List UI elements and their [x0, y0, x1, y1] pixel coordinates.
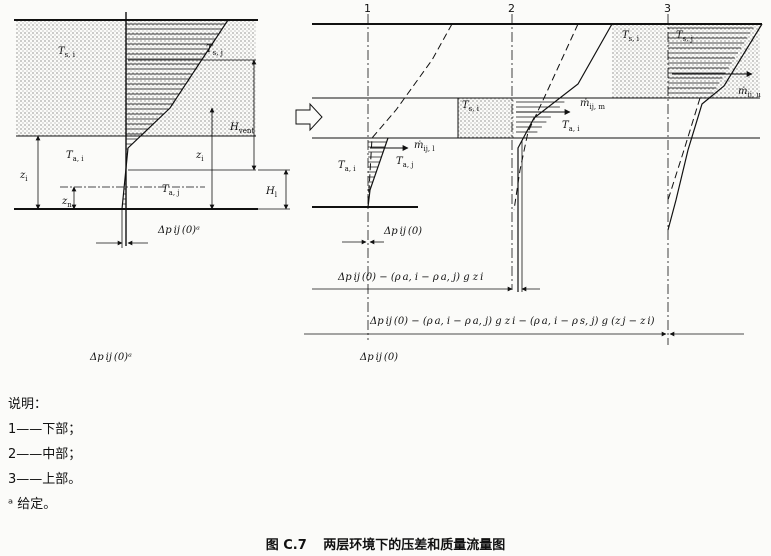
- pressure-hatching: [122, 23, 226, 205]
- dimension-lines: [35, 59, 290, 248]
- label-ts-i-upper: Ts, i: [622, 30, 640, 43]
- label-ta-j-left: Ta, j: [162, 184, 179, 197]
- figure-caption: 图 C.7 两层环境下的压差和质量流量图: [0, 534, 771, 553]
- label-dp-mid: Δp ij (0): [383, 226, 422, 237]
- flow-arrows: [370, 71, 753, 151]
- right-diagram: 1 2 3: [295, 2, 763, 363]
- label-dp-given: Δp ij (0)ᵃ: [157, 225, 200, 236]
- upper-hot-layer: [612, 25, 760, 98]
- legend-title: 说明：: [8, 397, 48, 412]
- label-dp-expr1: Δp ij (0) − (ρ a, i − ρ a, j) g z i: [337, 272, 483, 283]
- label-m-ij-u: ṁij, u: [738, 86, 761, 99]
- legend-item-1: 1——下部；: [8, 422, 82, 437]
- label-m-ij-l: ṁij, l: [414, 140, 435, 153]
- label-ta-j-lower: Ta, j: [396, 156, 413, 169]
- label-ts-j-left: Ts, j: [206, 44, 223, 57]
- label-dp-left-bottom: Δp ij (0)ᵃ: [89, 352, 132, 363]
- inlet-arrow: [295, 102, 323, 132]
- label-h-l: Hl: [265, 186, 278, 199]
- section-hatching: [367, 27, 754, 198]
- label-ts-i-left: Ts, i: [58, 46, 76, 59]
- label-dp-expr2: Δp ij (0) − (ρ a, i − ρ a, j) g z i − (ρ…: [369, 316, 655, 327]
- label-h-vent: Hvent: [229, 122, 254, 135]
- label-zi-left: zi: [19, 170, 28, 183]
- dimension-lines-right: [304, 140, 744, 337]
- label-ts-i-corridor: Ts, i: [462, 100, 480, 113]
- left-diagram: Ts, i Ts, j Ta, i Ta, j zi zn zi Hvent H…: [14, 12, 290, 363]
- figure-number: 图 C.7: [265, 538, 307, 553]
- corridor-hot-layer: [458, 98, 514, 138]
- label-ta-i-left: Ta, i: [66, 150, 84, 163]
- label-ta-i-corridor: Ta, i: [562, 120, 580, 133]
- pressure-mass-flow-diagram: Ts, i Ts, j Ta, i Ta, j zi zn zi Hvent H…: [14, 2, 763, 363]
- label-ts-j-upper: Ts, j: [676, 30, 693, 43]
- section-number-3: 3: [664, 2, 671, 15]
- section-number-1: 1: [364, 2, 371, 15]
- figure-title: 两层环境下的压差和质量流量图: [323, 538, 506, 553]
- solid-profiles: [367, 23, 763, 292]
- label-dp-right-bottom: Δp ij (0): [359, 352, 398, 363]
- label-zi-profile: zi: [195, 150, 204, 163]
- legend: 说明： 1——下部； 2——中部； 3——上部。 ᵃ 给定。: [8, 392, 81, 517]
- hot-layer-region: [16, 20, 256, 136]
- legend-item-2: 2——中部；: [8, 447, 82, 462]
- label-ta-i-lower: Ta, i: [338, 160, 356, 173]
- label-zn: zn: [61, 196, 72, 209]
- legend-item-3: 3——上部。: [8, 472, 82, 487]
- legend-note: ᵃ 给定。: [8, 497, 57, 512]
- label-m-ij-m: ṁij, m: [580, 98, 605, 111]
- section-number-2: 2: [508, 2, 515, 15]
